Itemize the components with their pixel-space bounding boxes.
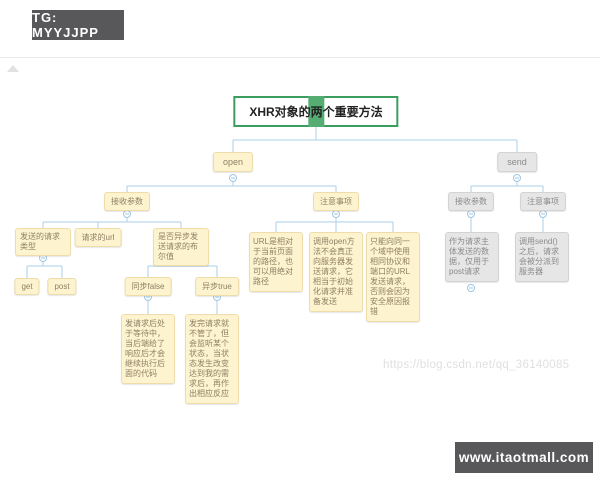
- node-open-receive-params: 接收参数: [104, 192, 150, 211]
- node-open: open: [212, 152, 254, 172]
- mindmap-title-node: XHR对象的两个重要方法: [233, 96, 399, 127]
- chevron-up-icon: [7, 65, 19, 72]
- mindmap-title-text: XHR对象的两个重要方法: [249, 105, 383, 119]
- node-send-body-desc: 作为请求主体发送的数据，仅用于post请求: [445, 232, 499, 282]
- node-note-open-no-send: 调用open方法不会真正向服务器发送请求，它相当于初始化请求并准备发送: [309, 232, 363, 312]
- node-get: get: [14, 278, 40, 295]
- node-post: post: [47, 278, 77, 295]
- node-send: send: [497, 152, 537, 172]
- divider-line: [0, 57, 600, 58]
- node-note-same-origin: 只能向同一个域中使用相同协议和端口的URL发送请求，否则会因为安全原因报错: [366, 232, 420, 322]
- node-request-url: 请求的url: [74, 228, 122, 247]
- csdn-watermark: https://blog.csdn.net/qq_36140085: [383, 359, 570, 371]
- tg-watermark-badge: TG: MYYJJPP: [32, 10, 124, 40]
- site-watermark-badge: www.itaotmall.com: [455, 442, 593, 473]
- node-send-notes: 注意事项: [520, 192, 566, 211]
- node-sync-false: 同步false: [124, 277, 172, 296]
- node-async-desc: 发完请求就不管了，但会监听某个状态，当状态发生改变达到我的需求后，再作出相应反应: [185, 314, 239, 404]
- node-send-dispatch-desc: 调用send()之后，请求会被分派到服务器: [515, 232, 569, 282]
- green-stripe-connector: [308, 96, 324, 127]
- node-note-relative-url: URL是相对于当前页面的路径，也可以用绝对路径: [249, 232, 303, 292]
- node-send-receive-params: 接收参数: [448, 192, 494, 211]
- node-sync-desc: 发请求后处于等待中，当后端给了响应后才会继续执行后面的代码: [121, 314, 175, 384]
- node-request-type: 发送的请求类型: [15, 228, 71, 256]
- node-async-true: 异步true: [195, 277, 239, 296]
- node-open-notes: 注意事项: [313, 192, 359, 211]
- node-async-flag: 是否异步发送请求的布尔值: [153, 228, 209, 266]
